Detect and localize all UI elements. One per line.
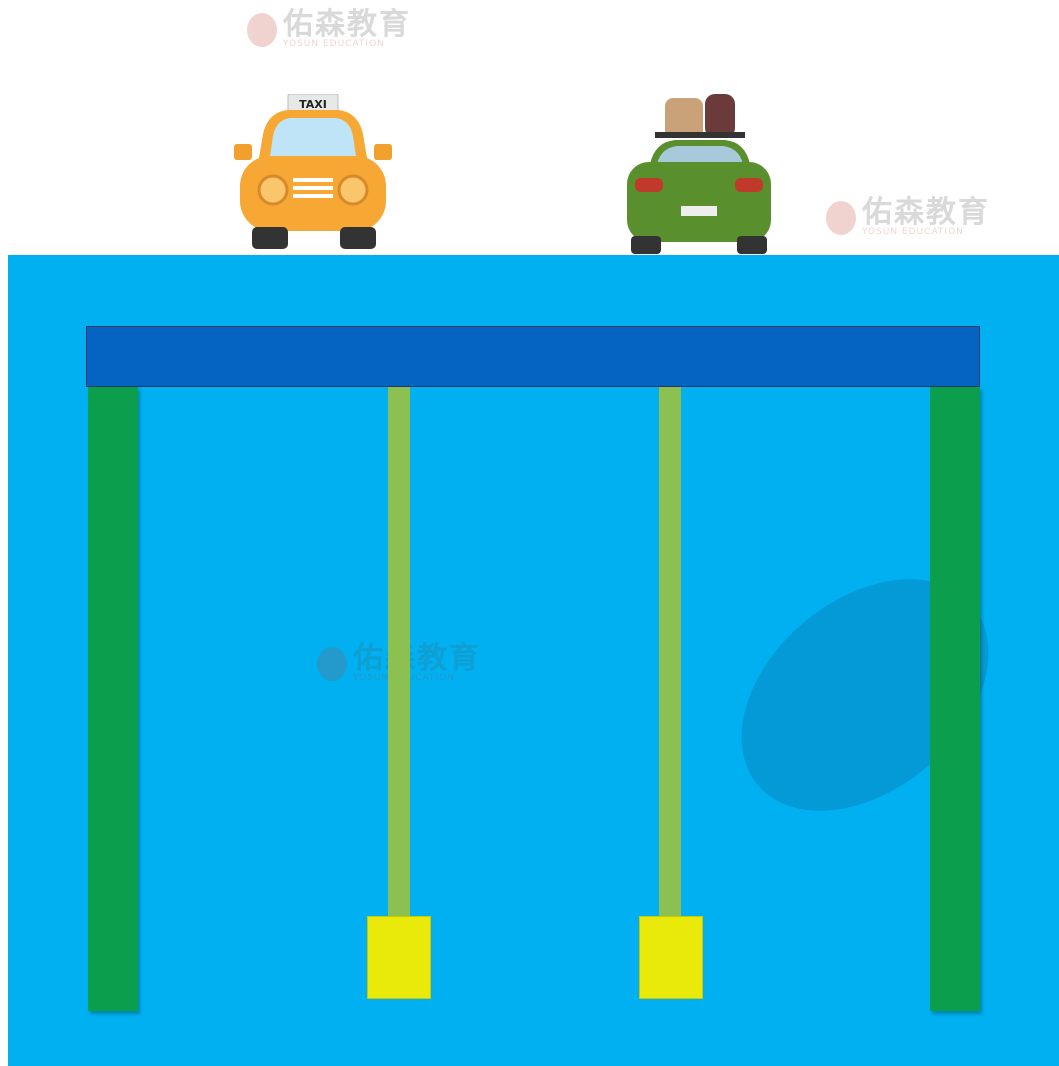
suv-car-icon <box>627 94 771 254</box>
watermark-text: 佑森教育 <box>283 7 411 42</box>
watermark-subtext: YOSUN EDUCATION <box>353 673 455 683</box>
watermark-logo: 佑森教育 YOSUN EDUCATION <box>826 198 990 237</box>
left-pier <box>88 387 138 1011</box>
bridge-deck <box>86 326 980 387</box>
watermark-seal-icon <box>247 12 277 47</box>
water-background <box>8 255 1059 1066</box>
watermark-seal-large-icon <box>741 579 989 811</box>
suspension-rod-right <box>659 387 681 919</box>
watermark-seal-icon <box>826 200 856 235</box>
watermark-subtext: YOSUN EDUCATION <box>283 39 385 49</box>
watermark-text: 佑森教育 <box>862 195 990 230</box>
watermark-logo: 佑森教育 YOSUN EDUCATION <box>247 10 411 49</box>
watermark-text: 佑森教育 <box>353 641 481 676</box>
watermark-subtext: YOSUN EDUCATION <box>862 227 964 237</box>
watermark-seal-icon <box>317 646 347 681</box>
suspension-rod-left <box>388 387 410 919</box>
taxi-car-icon: TAXI <box>234 94 392 249</box>
taxi-sign-text: TAXI <box>299 98 327 111</box>
right-pier <box>930 387 980 1011</box>
weight-block-left <box>367 916 431 999</box>
weight-block-right <box>639 916 703 999</box>
